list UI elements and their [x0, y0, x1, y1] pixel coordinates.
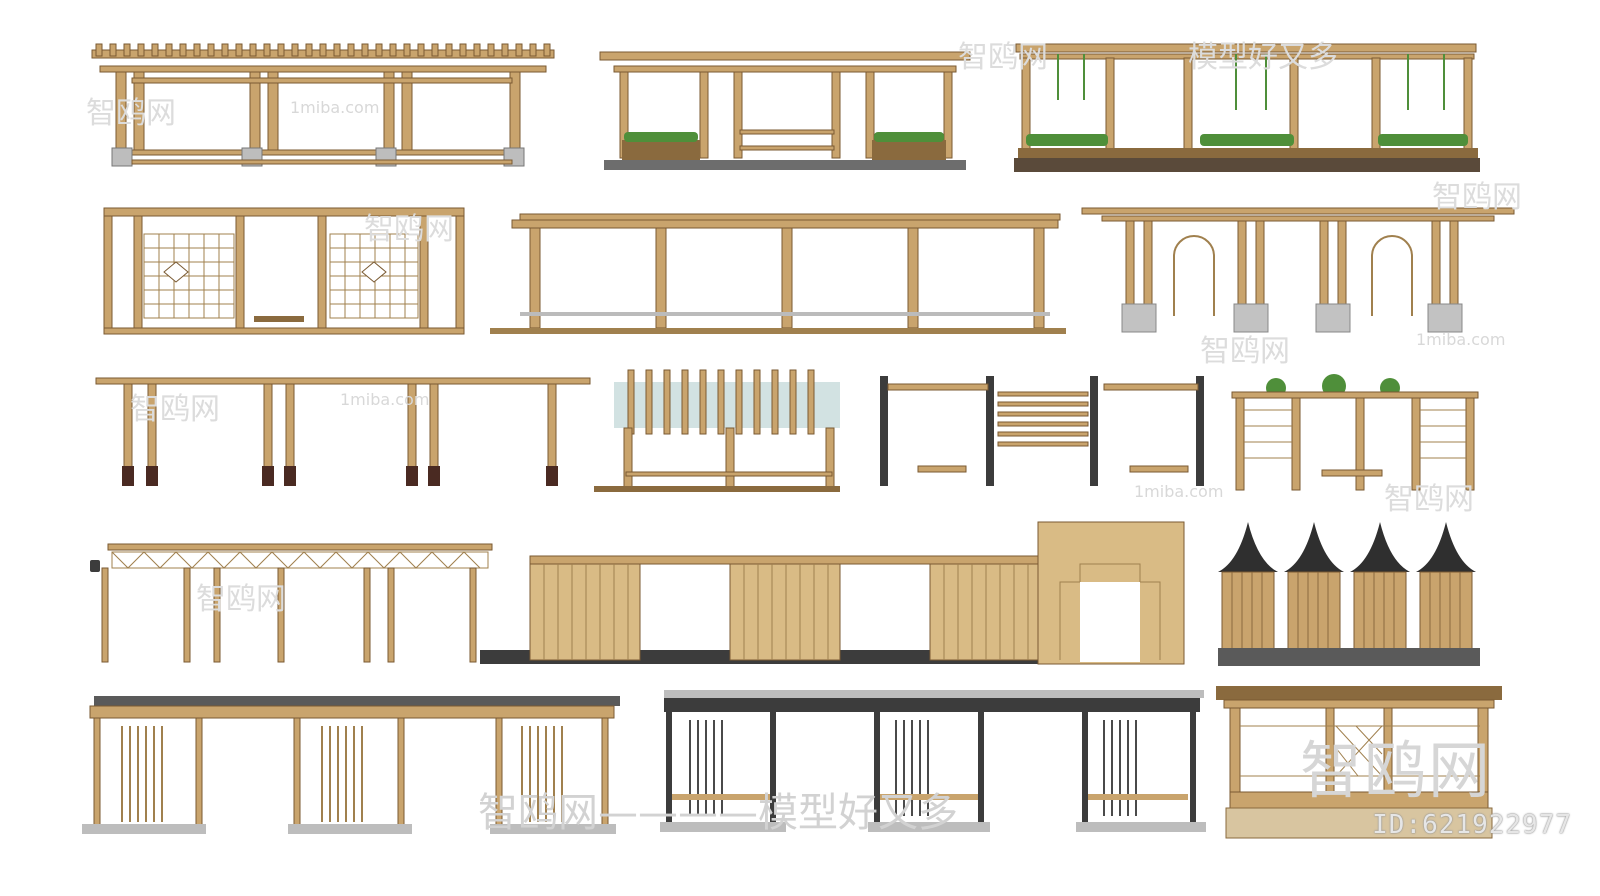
- rafter: [179, 43, 187, 57]
- pergola-1-drawing: [91, 43, 555, 167]
- pergola-model-9: [878, 372, 1228, 488]
- pergola-15-drawing: [660, 690, 1206, 832]
- rafter: [123, 43, 131, 57]
- rafter: [347, 43, 355, 57]
- pergola-10-drawing: [1231, 374, 1479, 491]
- pergola-12-drawing: [480, 521, 1185, 665]
- pergola-model-11: [88, 540, 493, 664]
- rafter: [543, 43, 551, 57]
- pergola-2-drawing: [599, 51, 971, 170]
- rafter: [333, 43, 341, 57]
- rafter: [501, 43, 509, 57]
- rafter: [375, 43, 383, 57]
- pergola-14-drawing: [82, 696, 620, 834]
- pergola-model-6: [1081, 206, 1515, 336]
- rafter: [389, 43, 397, 57]
- rafter: [417, 43, 425, 57]
- rafter: [403, 43, 411, 57]
- pergola-model-1: [91, 42, 555, 178]
- rafter: [277, 43, 285, 57]
- rafter: [207, 43, 215, 57]
- rafter: [109, 43, 117, 57]
- rafter: [459, 43, 467, 57]
- rafter: [151, 43, 159, 57]
- rafter: [235, 43, 243, 57]
- watermark-id: ID:621922977: [1372, 810, 1572, 840]
- rafter: [95, 43, 103, 57]
- rafter: [263, 43, 271, 57]
- pergola-6-drawing: [1081, 207, 1515, 333]
- pergola-model-4: [103, 207, 465, 336]
- pergola-model-8: [594, 368, 840, 494]
- pergola-16-drawing: [1216, 686, 1502, 839]
- pergola-model-15: [660, 690, 1208, 836]
- rafter: [361, 43, 369, 57]
- pergola-7-drawing: [95, 377, 591, 486]
- rafter: [529, 43, 537, 57]
- rafter: [165, 43, 173, 57]
- rafter: [445, 43, 453, 57]
- pergola-model-7: [95, 372, 591, 490]
- pergola-model-5: [490, 206, 1066, 336]
- pergola-model-16: [1216, 686, 1502, 842]
- pergola-3-drawing: [1014, 43, 1480, 172]
- rafter: [305, 43, 313, 57]
- rafter: [431, 43, 439, 57]
- pergola-11-drawing: [90, 543, 493, 663]
- rafter: [249, 43, 257, 57]
- pergola-model-3: [1014, 40, 1480, 174]
- pergola-model-13: [1218, 522, 1484, 668]
- rafter: [291, 43, 299, 57]
- rafter: [487, 43, 495, 57]
- pergola-13-drawing: [1218, 522, 1480, 666]
- pergola-5-drawing: [490, 213, 1066, 334]
- rafter: [221, 43, 229, 57]
- rafter: [137, 43, 145, 57]
- rafter: [319, 43, 327, 57]
- pergola-model-2: [599, 42, 971, 174]
- pergola-model-10: [1231, 374, 1479, 492]
- pergola-8-drawing: [594, 369, 840, 492]
- pergola-model-12: [480, 520, 1186, 666]
- rafter: [473, 43, 481, 57]
- pergola-model-14: [82, 696, 620, 836]
- rafter: [515, 43, 523, 57]
- pergola-9-drawing: [880, 376, 1204, 486]
- rafter: [193, 43, 201, 57]
- pergola-4-drawing: [103, 207, 465, 335]
